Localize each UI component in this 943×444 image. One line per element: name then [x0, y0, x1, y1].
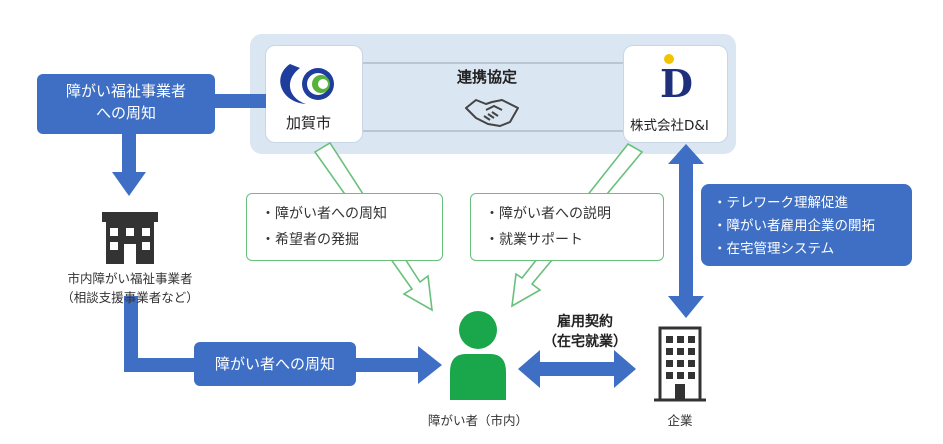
vertical-double-arrow-shaft	[679, 160, 693, 300]
person-caption: 障がい者（市内）	[427, 413, 528, 428]
city-support-item: ・希望者の発掘	[261, 232, 359, 248]
welfare-office-line1: 市内障がい福祉事業者	[67, 271, 193, 286]
down-arrow-head	[112, 172, 146, 196]
company-caption: 企業	[667, 413, 693, 428]
welfare-notice-box: 障がい福祉事業者 への周知	[37, 74, 215, 134]
contract-line2: （在宅就業）	[543, 334, 627, 350]
agreement-link-lines	[361, 62, 623, 132]
welfare-notice-line1: 障がい福祉事業者	[65, 82, 186, 100]
kaga-city-logo	[280, 64, 334, 104]
agreement-label: 連携協定	[457, 68, 518, 86]
di-company-box: D 株式会社D&I	[623, 45, 728, 143]
vertical-double-arrow-bottom	[668, 296, 704, 318]
telework-item: ・テレワーク理解促進	[713, 195, 848, 211]
bottom-notice-box: 障がい者への周知	[194, 342, 356, 386]
down-arrow-shaft	[122, 134, 136, 174]
kaga-city-box: 加賀市	[265, 45, 363, 143]
contract-line1: 雇用契約	[557, 314, 613, 330]
office-building-icon	[654, 326, 706, 402]
telework-support-box: ・テレワーク理解促進 ・障がい者雇用企業の開拓 ・在宅管理システム	[701, 184, 912, 266]
welfare-office-caption: 市内障がい福祉事業者 （相談支援事業者など）	[50, 268, 210, 306]
telework-item: ・障がい者雇用企業の開拓	[713, 218, 875, 234]
di-logo-letter: D	[660, 61, 693, 106]
kaga-city-label: 加賀市	[286, 114, 332, 132]
bottom-notice-label: 障がい者への周知	[214, 355, 335, 373]
di-logo: D	[658, 54, 698, 110]
di-support-item: ・障がい者への説明	[485, 206, 611, 222]
telework-item: ・在宅管理システム	[713, 241, 835, 257]
contract-arrow-left	[518, 350, 540, 388]
contract-arrow-shaft	[538, 362, 616, 376]
city-support-item: ・障がい者への周知	[261, 206, 387, 222]
city-support-box: ・障がい者への周知 ・希望者の発掘	[246, 193, 443, 261]
vertical-double-arrow-top	[668, 144, 704, 164]
contract-arrow-right	[614, 350, 636, 388]
di-company-label: 株式会社D&I	[630, 118, 709, 134]
person-icon	[450, 311, 506, 400]
welfare-office-line2: （相談支援事業者など）	[61, 290, 199, 305]
contract-label: 雇用契約 （在宅就業）	[530, 312, 640, 352]
elbow-arrow-head	[418, 346, 442, 384]
welfare-notice-line2: への周知	[95, 104, 156, 122]
handshake-icon	[465, 99, 519, 127]
building-icon	[102, 212, 158, 264]
elbow-arrow-vertical	[124, 296, 138, 372]
di-logo-dot	[664, 54, 674, 64]
di-support-item: ・就業サポート	[485, 232, 583, 248]
di-support-box: ・障がい者への説明 ・就業サポート	[470, 193, 664, 261]
connector-bar	[214, 94, 266, 108]
